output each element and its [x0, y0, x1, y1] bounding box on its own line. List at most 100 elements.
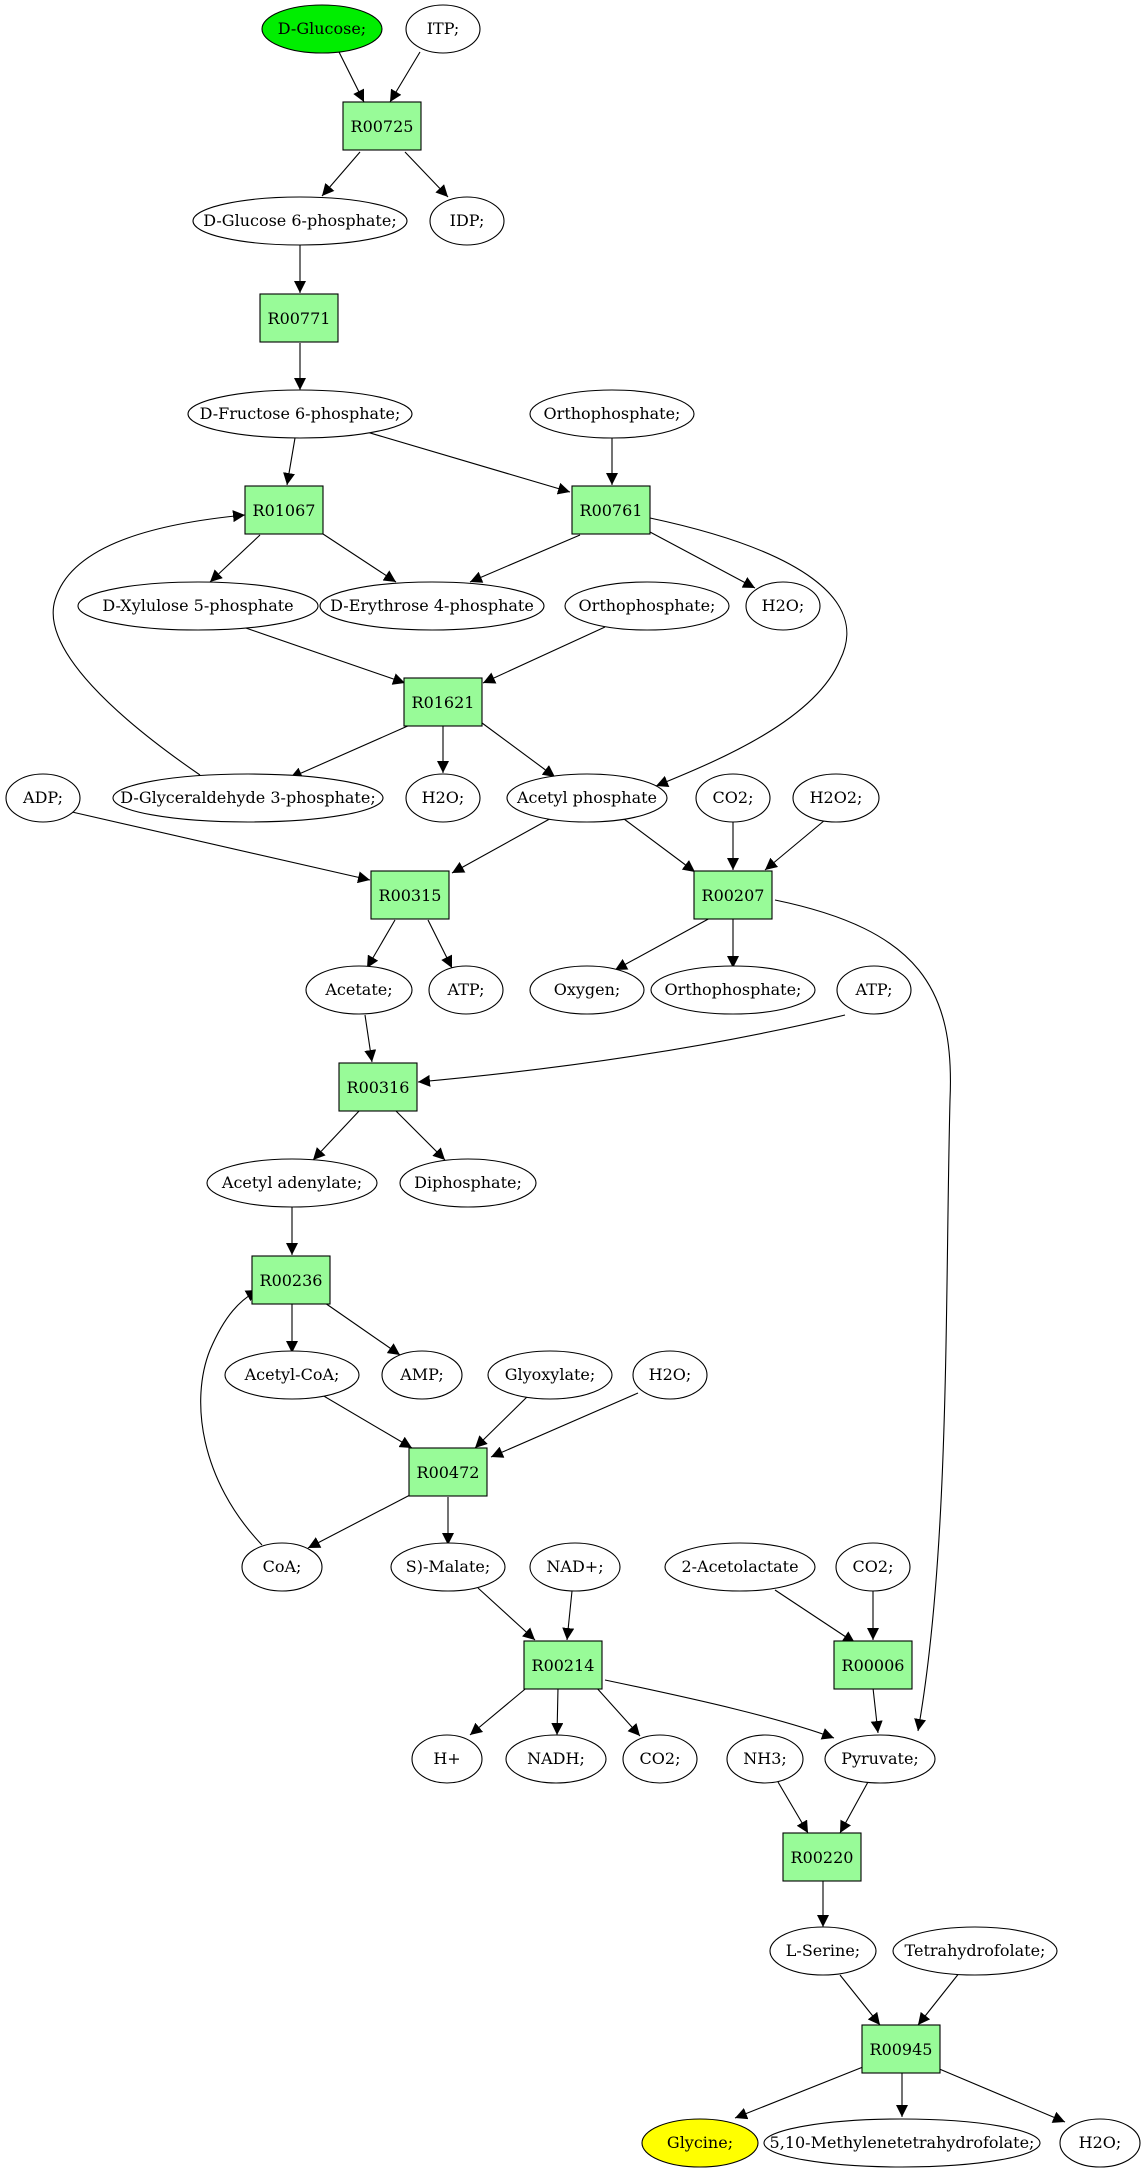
- compound-node[interactable]: ITP;: [405, 4, 481, 54]
- edges: [52, 49, 1066, 2123]
- reaction-box: [782, 1832, 862, 1882]
- compound-node[interactable]: Glyoxylate;: [487, 1350, 613, 1400]
- edge-r01621-g3p: [289, 724, 411, 779]
- compound-node[interactable]: ATP;: [836, 965, 912, 1015]
- compound-node[interactable]: CO2;: [695, 773, 771, 823]
- reaction-node-r00236[interactable]: R00236: [251, 1255, 331, 1305]
- compound-node[interactable]: H2O2;: [792, 773, 880, 823]
- compound-node[interactable]: H2O;: [405, 773, 481, 823]
- reaction-node-r00316[interactable]: R00316: [338, 1062, 418, 1112]
- compound-node[interactable]: S)-Malate;: [390, 1542, 506, 1592]
- compound-node[interactable]: Tetrahydrofolate;: [892, 1926, 1058, 1976]
- compound-label: Acetyl-CoA;: [244, 1365, 340, 1384]
- compound-label: L-Serine;: [786, 1941, 860, 1960]
- compound-node[interactable]: NH3;: [726, 1734, 804, 1784]
- compound-ellipse: [763, 2118, 1041, 2168]
- compound-node[interactable]: H+: [411, 1734, 483, 1784]
- compound-node-target[interactable]: Glycine;: [641, 2118, 759, 2168]
- compound-node[interactable]: NADH;: [505, 1734, 607, 1784]
- compound-node[interactable]: ADP;: [5, 773, 81, 823]
- compound-label: ATP;: [855, 980, 893, 999]
- compound-ellipse: [429, 196, 505, 246]
- compound-node[interactable]: Orthophosphate;: [529, 389, 695, 439]
- reaction-label: R00771: [268, 309, 331, 328]
- edge-adp-r00315: [71, 811, 371, 884]
- compound-node[interactable]: AMP;: [381, 1350, 463, 1400]
- reaction-node-r00214[interactable]: R00214: [523, 1640, 603, 1690]
- reaction-node-r01067[interactable]: R01067: [244, 485, 324, 535]
- compound-node[interactable]: Oxygen;: [529, 965, 645, 1015]
- reaction-node-r01621[interactable]: R01621: [403, 677, 483, 727]
- edge-r00214-co2c: [594, 1685, 641, 1737]
- compound-label: Orthophosphate;: [665, 980, 802, 999]
- compound-node[interactable]: NAD+;: [529, 1542, 621, 1592]
- edge-r00315-acetate: [366, 919, 396, 969]
- compound-ellipse: [892, 1926, 1058, 1976]
- compound-label: CO2;: [640, 1749, 681, 1768]
- compound-node[interactable]: Orthophosphate;: [650, 965, 816, 1015]
- compound-node[interactable]: CoA;: [241, 1542, 323, 1592]
- compound-node[interactable]: D-Erythrose 4-phosphate: [319, 581, 545, 631]
- compound-node[interactable]: CO2;: [835, 1542, 911, 1592]
- reaction-node-r00207[interactable]: R00207: [693, 870, 773, 920]
- compound-node[interactable]: 2-Acetolactate: [664, 1542, 816, 1592]
- compound-label: Glycine;: [667, 2133, 733, 2152]
- compound-node[interactable]: Diphosphate;: [399, 1158, 537, 1208]
- compound-node[interactable]: D-Fructose 6-phosphate;: [187, 389, 413, 439]
- compound-node[interactable]: L-Serine;: [769, 1926, 877, 1976]
- reaction-box: [408, 1447, 488, 1497]
- compound-node[interactable]: Pyruvate;: [824, 1734, 936, 1784]
- reaction-box: [833, 1640, 913, 1690]
- compound-node[interactable]: 5,10-Methylenetetrahydrofolate;: [763, 2118, 1041, 2168]
- reaction-label: R01067: [253, 501, 316, 520]
- compound-ellipse: [529, 965, 645, 1015]
- edge-r00214-nadh: [551, 1687, 564, 1736]
- compound-ellipse: [319, 581, 545, 631]
- edge-r00316-ppi: [394, 1109, 446, 1161]
- reaction-label: R00006: [842, 1656, 905, 1675]
- compound-node[interactable]: D-Glyceraldehyde 3-phosphate;: [112, 773, 384, 823]
- edge-h2o2b-r00207: [764, 819, 826, 871]
- compound-ellipse: [112, 773, 384, 823]
- compound-node[interactable]: Acetyl-CoA;: [224, 1350, 360, 1400]
- compound-ellipse: [769, 1926, 877, 1976]
- reaction-node-r00220[interactable]: R00220: [782, 1832, 862, 1882]
- reaction-box: [861, 2024, 941, 2074]
- compound-node[interactable]: D-Xylulose 5-phosphate: [77, 581, 319, 631]
- reaction-node-r00725[interactable]: R00725: [342, 101, 422, 151]
- compound-node[interactable]: Acetyl phosphate: [506, 773, 668, 823]
- reaction-node-r00761[interactable]: R00761: [571, 485, 651, 535]
- reaction-label: R00207: [702, 886, 765, 905]
- compound-label: NAD+;: [546, 1557, 603, 1576]
- reaction-box: [403, 677, 483, 727]
- edge-r00006-pyr: [870, 1687, 883, 1734]
- compound-node[interactable]: Orthophosphate;: [564, 581, 730, 631]
- compound-label: CO2;: [853, 1557, 894, 1576]
- compound-label: Acetate;: [324, 980, 392, 999]
- compound-node[interactable]: H2O;: [632, 1350, 708, 1400]
- compound-label: D-Glyceraldehyde 3-phosphate;: [120, 788, 375, 807]
- reaction-node-r00315[interactable]: R00315: [370, 870, 450, 920]
- edge-f6p-r00761: [359, 429, 571, 495]
- compound-node[interactable]: IDP;: [429, 196, 505, 246]
- compound-node[interactable]: H2O;: [745, 581, 821, 631]
- compound-node[interactable]: D-Glucose 6-phosphate;: [192, 196, 408, 246]
- compound-node[interactable]: ATP;: [428, 965, 504, 1015]
- reaction-node-r00006[interactable]: R00006: [833, 1640, 913, 1690]
- reaction-node-r00945[interactable]: R00945: [861, 2024, 941, 2074]
- edge-glucose-r00725: [337, 49, 365, 103]
- compound-node-source[interactable]: D-Glucose;: [261, 4, 383, 54]
- reaction-label: R01621: [412, 693, 475, 712]
- compound-ellipse: [664, 1542, 816, 1592]
- compound-node[interactable]: Acetyl adenylate;: [206, 1158, 378, 1208]
- compound-node[interactable]: CO2;: [622, 1734, 698, 1784]
- compound-ellipse: [792, 773, 880, 823]
- compound-ellipse: [224, 1350, 360, 1400]
- reaction-node-r00771[interactable]: R00771: [259, 293, 339, 343]
- reaction-box: [571, 485, 651, 535]
- compound-ellipse: [5, 773, 81, 823]
- compound-node[interactable]: Acetate;: [305, 965, 413, 1015]
- reaction-node-r00472[interactable]: R00472: [408, 1447, 488, 1497]
- compound-label: AMP;: [399, 1365, 444, 1384]
- compound-node[interactable]: H2O;: [1059, 2118, 1141, 2168]
